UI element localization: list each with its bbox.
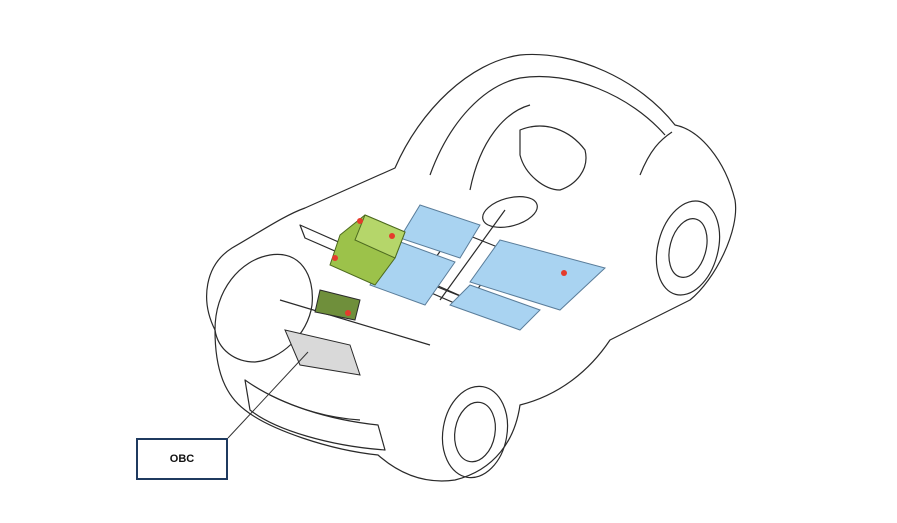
- obc-callout-box: OBC: [136, 438, 228, 480]
- green-module-top: [354, 214, 406, 259]
- steering-column: [439, 209, 506, 301]
- steering-wheel: [482, 196, 538, 228]
- obc-connector: [314, 289, 361, 321]
- obc-callout-label: OBC: [169, 453, 195, 465]
- battery-pack-rear-right: [469, 239, 607, 311]
- front-wheel-rim: [454, 401, 496, 463]
- rear-right-wheel-rim: [668, 218, 708, 278]
- front-wheel: [441, 385, 509, 479]
- battery-pack-front-right: [399, 204, 481, 259]
- rear-right-wheel: [655, 200, 721, 296]
- marker-2: [389, 233, 395, 239]
- front-bumper: [244, 379, 386, 451]
- marker-4: [345, 310, 351, 316]
- rear-frame: [429, 75, 673, 191]
- marker-5: [561, 270, 567, 276]
- front-grille: [269, 394, 361, 421]
- front-left-fender: [214, 253, 313, 363]
- obc-unit: [284, 329, 361, 376]
- seat-outline: [519, 125, 587, 191]
- marker-3: [332, 255, 338, 261]
- battery-pack-rear-left: [449, 284, 541, 331]
- marker-1: [357, 218, 363, 224]
- car-body-outline: [206, 53, 737, 482]
- callout-leader-line: [227, 351, 309, 439]
- front-axle: [279, 299, 431, 346]
